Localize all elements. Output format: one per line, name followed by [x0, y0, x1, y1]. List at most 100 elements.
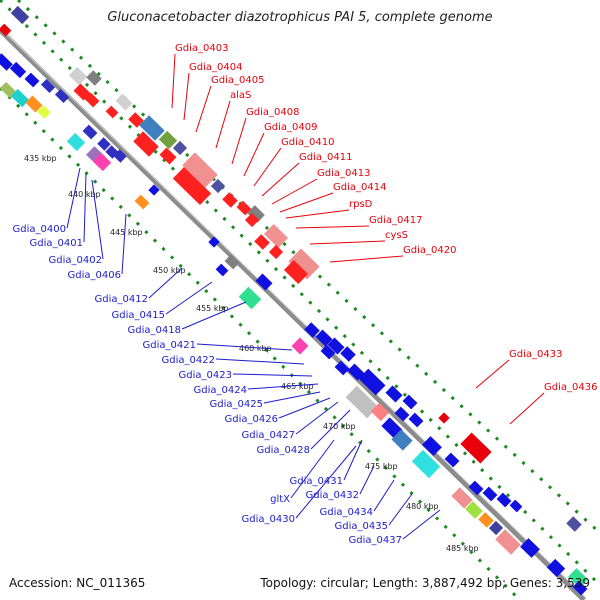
- gene-feature-22: [159, 147, 177, 165]
- reverse-gene-leader: [278, 397, 331, 419]
- gene-feature-52: [327, 337, 345, 355]
- reverse-gene-label: Gdia_0426: [225, 414, 278, 425]
- gene-feature-8: [37, 105, 51, 119]
- gene-feature-83: [566, 516, 582, 532]
- reverse-gene-label: Gdia_0424: [194, 385, 247, 396]
- forward-gene-leader: [309, 240, 386, 245]
- forward-gene-leader: [509, 392, 545, 425]
- kbp-tick-label: 450 kbp: [153, 266, 186, 275]
- reverse-gene-leader: [290, 439, 335, 499]
- reverse-gene-label: Gdia_0437: [349, 535, 402, 546]
- forward-gene-leader: [329, 255, 404, 263]
- gene-feature-13: [73, 83, 91, 101]
- reverse-gene-leader: [121, 213, 127, 275]
- kbp-tick-label: 475 kbp: [365, 462, 398, 471]
- map-title: Gluconacetobacter diazotrophicus PAI 5, …: [107, 10, 493, 25]
- gene-feature-76: [465, 501, 483, 519]
- forward-gene-label: Gdia_0413: [317, 168, 370, 179]
- kbp-tick-label: 445 kbp: [110, 228, 143, 237]
- gene-feature-26: [222, 192, 238, 208]
- reverse-gene-leader: [310, 409, 351, 450]
- gene-feature-53: [340, 346, 356, 362]
- gene-feature-35: [66, 132, 86, 152]
- kbp-tick-label: 465 kbp: [281, 382, 314, 391]
- gene-feature-57: [358, 368, 386, 396]
- reverse-gene-label: Gdia_0402: [49, 255, 102, 266]
- reverse-gene-label: Gdia_0431: [290, 476, 343, 487]
- kbp-tick-label: 455 kbp: [196, 304, 229, 313]
- reverse-gene-label: Gdia_0427: [242, 430, 295, 441]
- gene-feature-66: [422, 436, 442, 456]
- gene-feature-68: [444, 452, 460, 468]
- genome-backbone-highlight: [0, 27, 587, 599]
- gene-feature-15: [115, 93, 133, 111]
- gene-feature-59: [402, 394, 418, 410]
- forward-gene-leader: [271, 178, 318, 205]
- reverse-gene-label: Gdia_0406: [68, 270, 121, 281]
- forward-gene-label: Gdia_0436: [544, 382, 597, 393]
- gene-feature-31: [254, 234, 270, 250]
- gene-feature-34: [283, 260, 309, 284]
- kbp-tick-label: 440 kbp: [68, 190, 101, 199]
- forward-gene-label: Gdia_0420: [403, 245, 456, 256]
- reverse-gene-leader: [263, 391, 321, 404]
- forward-gene-labels: Gdia_0403Gdia_0404Gdia_0405alaSGdia_0408…: [171, 43, 597, 425]
- gene-feature-32: [268, 244, 284, 260]
- forward-gene-label: Gdia_0417: [369, 215, 422, 226]
- reverse-gene-label: Gdia_0434: [320, 507, 373, 518]
- reverse-gene-leader: [247, 383, 319, 390]
- gene-feature-65: [391, 429, 413, 451]
- forward-gene-leader: [243, 132, 265, 177]
- gene-feature-20: [172, 140, 188, 156]
- gene-feature-51: [315, 329, 333, 347]
- gene-feature-3: [9, 61, 27, 79]
- gene-feature-39: [97, 137, 111, 151]
- gene-feature-48: [238, 286, 262, 310]
- gene-feature-11: [68, 66, 88, 86]
- gene-feature-0: [10, 5, 30, 25]
- forward-gene-leader: [195, 85, 212, 133]
- gene-feature-49: [291, 337, 309, 355]
- reverse-gene-label: Gdia_0412: [95, 294, 148, 305]
- gene-feature-74: [496, 492, 512, 508]
- forward-gene-label: Gdia_0414: [333, 182, 386, 193]
- gene-feature-56: [347, 363, 365, 381]
- reverse-gene-label: Gdia_0400: [13, 224, 66, 235]
- forward-gene-leader: [261, 162, 300, 197]
- forward-gene-label: Gdia_0405: [211, 75, 264, 86]
- gene-feature-17: [128, 112, 144, 128]
- reverse-gene-label: Gdia_0430: [242, 514, 295, 525]
- gene-feature-81: [546, 558, 566, 578]
- reverse-gene-leader: [373, 479, 395, 512]
- gene-feature-54: [320, 344, 336, 360]
- reverse-gene-leader: [295, 445, 357, 519]
- kbp-tick-label: 480 kbp: [406, 502, 439, 511]
- forward-gene-leader: [285, 209, 350, 219]
- reverse-gene-label: Gdia_0401: [30, 238, 83, 249]
- gene-feature-6: [10, 88, 30, 108]
- gene-feature-70: [460, 432, 492, 464]
- gene-feature-25: [172, 167, 212, 205]
- gene-feature-60: [345, 385, 379, 419]
- gene-feature-36: [82, 124, 98, 140]
- gene-feature-29: [244, 212, 260, 228]
- gene-feature-45: [224, 254, 240, 270]
- forward-gene-label: Gdia_0403: [175, 43, 228, 54]
- gene-feature-63: [408, 412, 424, 428]
- gene-feature-2: [0, 53, 13, 71]
- forward-gene-label: alaS: [230, 90, 251, 101]
- gene-feature-27: [236, 200, 252, 216]
- gene-feature-1: [0, 23, 12, 37]
- dotted-line-0: [0, 0, 600, 587]
- gene-feature-47: [255, 273, 273, 291]
- kbp-tick-label: 470 kbp: [323, 422, 356, 431]
- forward-gene-label: Gdia_0433: [509, 349, 562, 360]
- gene-feature-62: [394, 406, 410, 422]
- gene-feature-24: [210, 178, 226, 194]
- gene-feature-69: [438, 412, 450, 424]
- gene-feature-72: [468, 480, 484, 496]
